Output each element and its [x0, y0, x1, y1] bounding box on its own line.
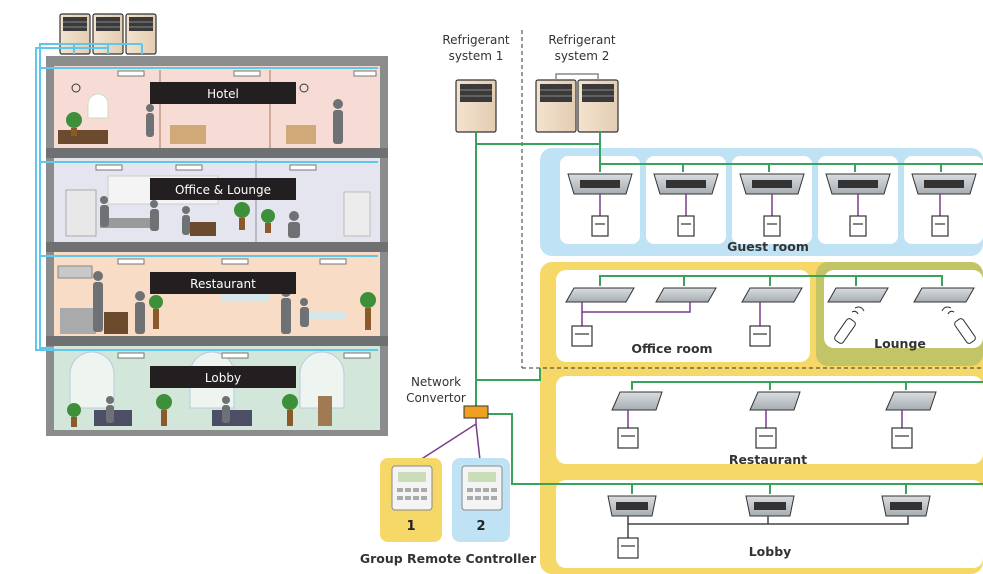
- floor-label-hotel: Hotel: [150, 82, 296, 104]
- wired-remote-icon: [617, 537, 639, 559]
- cassette-unit-icon: [749, 391, 801, 411]
- cassette-unit-icon: [745, 495, 795, 517]
- floor-label-text: Lobby: [205, 371, 241, 385]
- group-controller-caption: Group Remote Controller: [360, 551, 537, 566]
- system2-label-line1: Refrigerant: [548, 33, 616, 47]
- network-converter-label-line1: Network: [411, 375, 461, 389]
- floor-label-office-lounge: Office & Lounge: [150, 178, 296, 200]
- refrigerant-pipes: [35, 43, 378, 351]
- zone-label-office-room: Office room: [631, 341, 712, 356]
- building: Hotel Office & Lounge Restaurant Lobby: [35, 13, 388, 436]
- cassette-unit-icon: [565, 287, 635, 303]
- wired-remote-icon: [617, 427, 639, 449]
- cassette-unit-icon: [741, 287, 803, 303]
- wired-remotes: [571, 215, 949, 559]
- outdoor-unit-icon: [455, 79, 497, 133]
- control-wires: [419, 194, 941, 461]
- wired-remote-icon: [755, 427, 777, 449]
- cassette-unit-icon: [881, 495, 931, 517]
- wired-remote-icon: [763, 215, 781, 237]
- wired-remote-icon: [749, 325, 771, 347]
- group-controller-number: 2: [476, 519, 485, 534]
- network-converter-label-line2: Convertor: [406, 391, 466, 405]
- cassette-unit-icon: [913, 287, 975, 303]
- cassette-unit-icon: [653, 173, 719, 195]
- wireless-remote-icon: [834, 306, 865, 344]
- cassette-unit-icon: [739, 173, 805, 195]
- group-controller-number: 1: [406, 519, 415, 534]
- floor-label-restaurant: Restaurant: [150, 272, 296, 294]
- cassette-unit-icon: [825, 173, 891, 195]
- zone-label-guest-room: Guest room: [727, 239, 809, 254]
- wired-remote-icon: [677, 215, 695, 237]
- indoor-units: [565, 173, 977, 517]
- potted-plant-icon: [66, 112, 376, 427]
- floor-label-text: Restaurant: [190, 277, 256, 291]
- linked-units-bracket: [555, 73, 599, 80]
- clock-icon: [299, 83, 309, 93]
- ceiling-units: [95, 70, 377, 359]
- wired-remote-icon: [891, 427, 913, 449]
- system-separators: [521, 30, 983, 369]
- zone-label-lobby: Lobby: [749, 544, 792, 559]
- cassette-unit-icon: [611, 391, 663, 411]
- system1-label-line2: system 1: [449, 49, 504, 63]
- zone-label-lounge: Lounge: [874, 336, 926, 351]
- wired-remote-icon: [931, 215, 949, 237]
- group-controller-2: 2: [452, 458, 510, 542]
- wired-remote-icon: [571, 325, 593, 347]
- system1-label-line1: Refrigerant: [442, 33, 510, 47]
- wired-remote-icon: [591, 215, 609, 237]
- floor-label-text: Office & Lounge: [175, 183, 271, 197]
- outdoor-unit-icon: [577, 79, 619, 133]
- lobby-group-wire: [627, 516, 909, 538]
- floor-label-lobby: Lobby: [150, 366, 296, 388]
- cassette-unit-icon: [567, 173, 633, 195]
- window-icon: [87, 93, 109, 119]
- group-controller-1: 1: [380, 458, 442, 542]
- wired-remote-icon: [849, 215, 867, 237]
- wireless-remote-icon: [941, 306, 976, 344]
- clock-icon: [71, 83, 81, 93]
- network-converter-icon: [463, 405, 489, 419]
- cassette-unit-icon: [607, 495, 657, 517]
- zone-label-restaurant: Restaurant: [729, 452, 807, 467]
- cassette-unit-icon: [827, 287, 889, 303]
- floor-label-text: Hotel: [207, 87, 239, 101]
- outdoor-unit-icon: [535, 79, 577, 133]
- cassette-unit-icon: [655, 287, 717, 303]
- cassette-unit-icon: [885, 391, 937, 411]
- network-lines: [475, 132, 983, 494]
- system2-label-line2: system 2: [555, 49, 610, 63]
- cassette-unit-icon: [911, 173, 977, 195]
